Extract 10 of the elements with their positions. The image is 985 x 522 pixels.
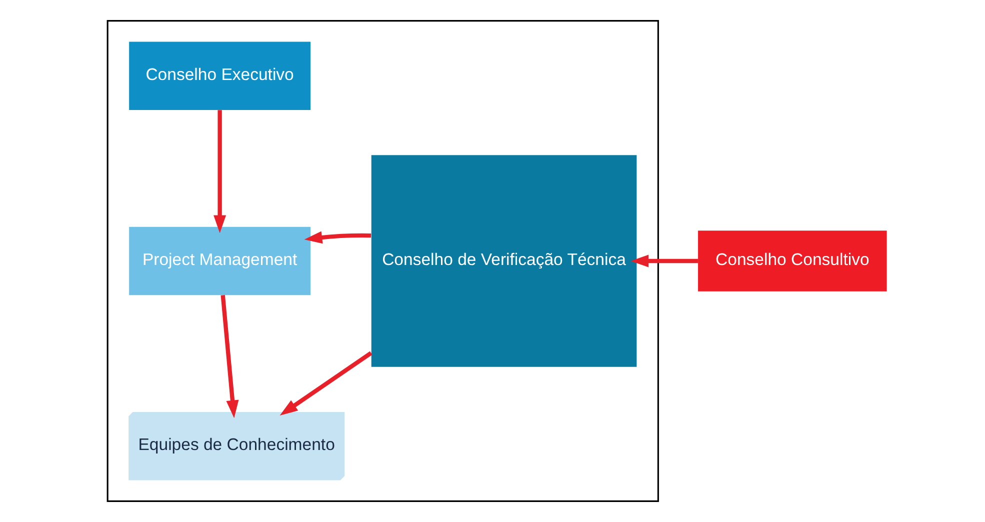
- arrow: [279, 351, 372, 416]
- arrow: [220, 295, 238, 418]
- arrow: [630, 254, 698, 268]
- node-box: Conselho de Verificação Técnica: [370, 155, 636, 367]
- arrow: [304, 231, 371, 244]
- node-box: Project Management: [128, 226, 310, 296]
- cluster: [106, 20, 658, 502]
- node-box: Conselho Executivo: [128, 42, 310, 110]
- arrow: [213, 110, 226, 234]
- node-box: Conselho Consultivo: [698, 230, 886, 292]
